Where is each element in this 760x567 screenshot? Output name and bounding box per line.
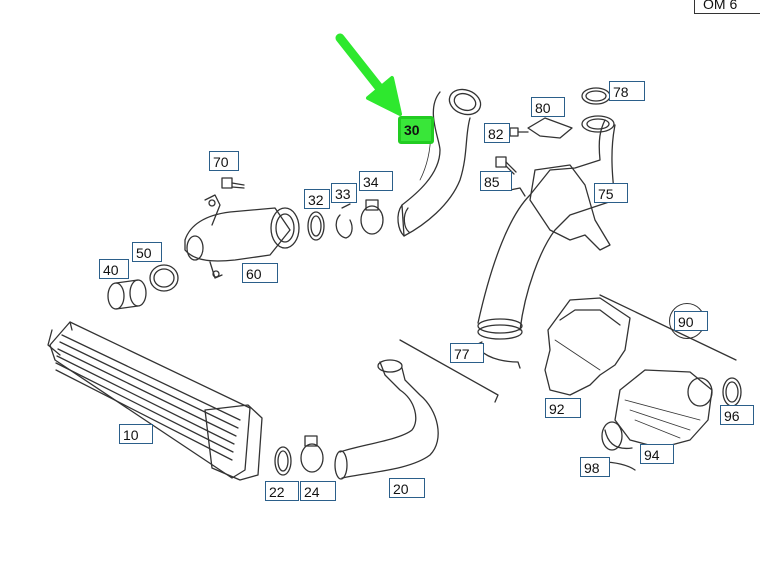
label-part-32[interactable]: 32 xyxy=(304,189,330,209)
part-80-bracket[interactable] xyxy=(527,117,573,139)
label-part-96[interactable]: 96 xyxy=(720,405,754,425)
part-30-charge-air-hose[interactable] xyxy=(397,85,484,237)
part-24-hose-clamp[interactable] xyxy=(300,435,324,473)
label-part-92[interactable]: 92 xyxy=(545,398,581,418)
label-part-22[interactable]: 22 xyxy=(265,481,299,501)
label-part-20[interactable]: 20 xyxy=(389,478,425,498)
label-part-30[interactable]: 30 xyxy=(398,116,434,144)
part-82-screw[interactable] xyxy=(509,127,529,137)
part-92-heat-shield[interactable] xyxy=(544,297,631,396)
part-50-clamp[interactable] xyxy=(149,264,179,292)
part-60-bracket[interactable] xyxy=(184,194,300,279)
label-part-50[interactable]: 50 xyxy=(132,242,162,262)
label-part-40[interactable]: 40 xyxy=(99,259,129,279)
part-70-bolt[interactable] xyxy=(221,177,245,189)
label-part-82[interactable]: 82 xyxy=(484,123,510,143)
part-75-pipe[interactable] xyxy=(477,115,616,340)
label-part-77[interactable]: 77 xyxy=(450,343,484,363)
label-part-80[interactable]: 80 xyxy=(531,97,565,117)
part-40-coupling[interactable] xyxy=(107,279,147,310)
label-part-70[interactable]: 70 xyxy=(209,151,239,171)
part-94-turbocharger[interactable] xyxy=(601,369,713,451)
part-20-hose[interactable] xyxy=(334,339,499,480)
part-22-seal-ring[interactable] xyxy=(274,446,292,476)
pointer-arrow xyxy=(335,33,402,116)
part-32-seal-ring[interactable] xyxy=(307,211,325,241)
part-34-hose-clamp[interactable] xyxy=(360,199,384,235)
label-part-10[interactable]: 10 xyxy=(119,424,153,444)
leader-line-90 xyxy=(599,294,737,361)
part-78-seal[interactable] xyxy=(581,87,611,105)
document-code: OM 6 xyxy=(694,0,760,14)
part-96-seal[interactable] xyxy=(722,377,742,407)
label-part-85[interactable]: 85 xyxy=(480,171,512,191)
label-part-60[interactable]: 60 xyxy=(242,263,278,283)
part-10-intercooler[interactable] xyxy=(47,321,263,481)
label-part-98[interactable]: 98 xyxy=(580,457,610,477)
label-part-94[interactable]: 94 xyxy=(640,444,674,464)
part-85-bolt[interactable] xyxy=(495,156,517,175)
label-part-33[interactable]: 33 xyxy=(331,183,357,203)
label-part-75[interactable]: 75 xyxy=(594,183,628,203)
label-part-34[interactable]: 34 xyxy=(359,171,393,191)
label-part-90[interactable]: 90 xyxy=(674,311,708,331)
label-part-78[interactable]: 78 xyxy=(609,81,645,101)
label-part-24[interactable]: 24 xyxy=(300,481,336,501)
part-33-spring-clip[interactable] xyxy=(335,203,353,239)
